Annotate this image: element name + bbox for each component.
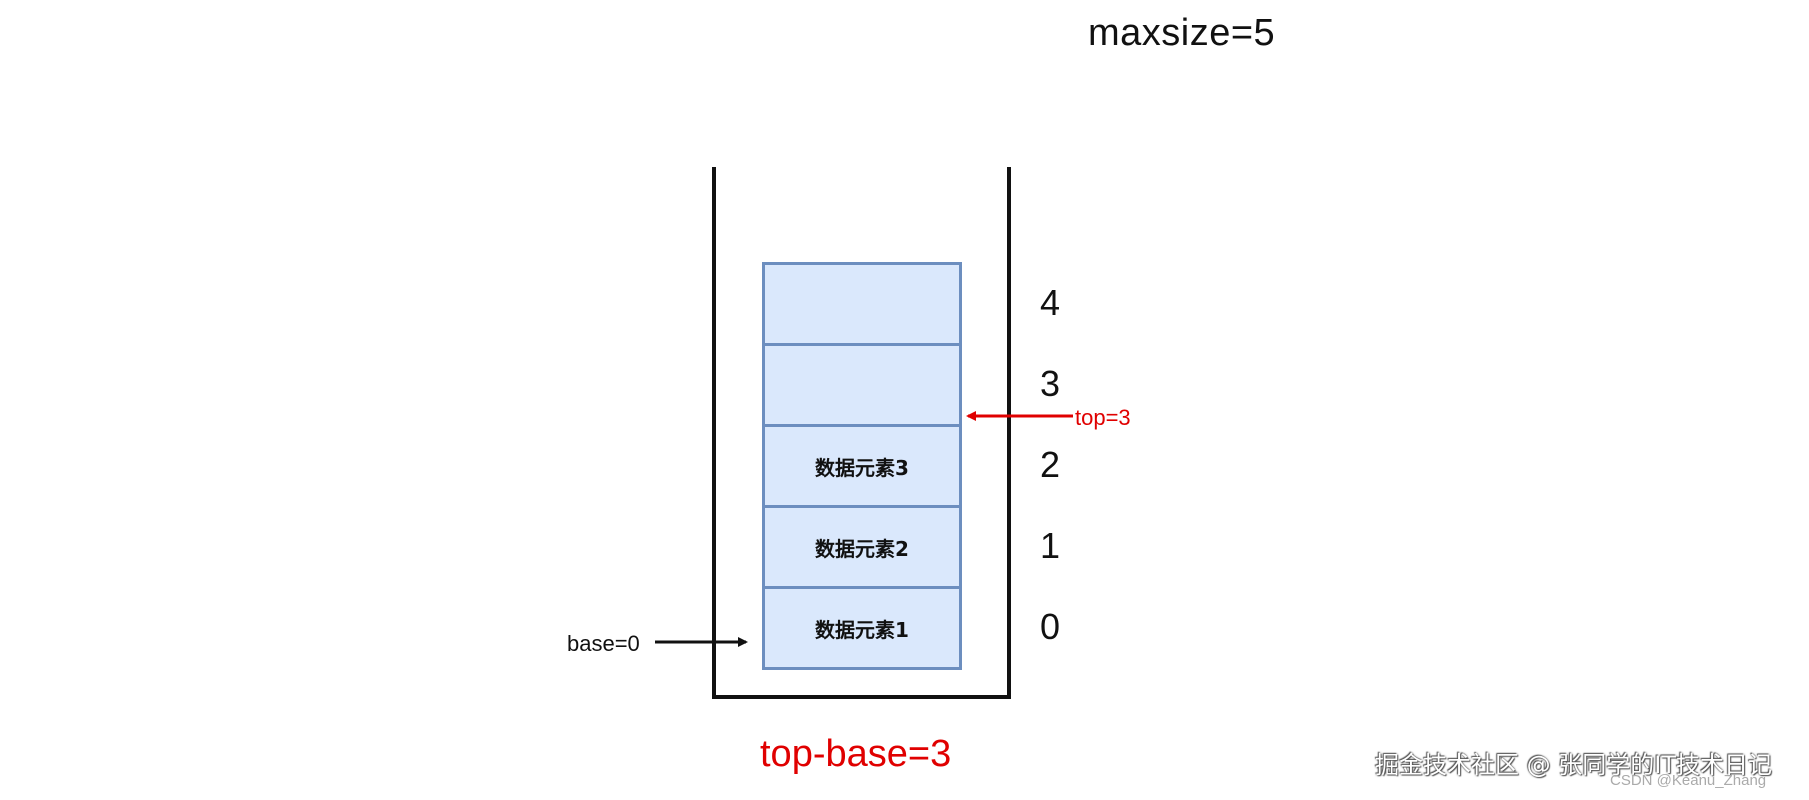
index-column: 4 3 2 1 0	[1040, 262, 1080, 667]
index-label-3: 3	[1040, 363, 1061, 404]
maxsize-label: maxsize=5	[1088, 12, 1276, 54]
stack-cell-1: 数据元素2	[762, 505, 962, 589]
index-label-2: 2	[1040, 444, 1061, 485]
top-base-formula: top-base=3	[760, 733, 952, 775]
stack-wall-bottom	[712, 695, 1011, 699]
stack-cell-3	[762, 343, 962, 427]
index-label-4: 4	[1040, 282, 1061, 323]
stack-cell-0: 数据元素1	[762, 586, 962, 670]
stack-wall-left	[712, 167, 716, 699]
stack-cells: 数据元素3 数据元素2 数据元素1	[762, 262, 962, 670]
index-label-0: 0	[1040, 606, 1061, 647]
watermark-main: 掘金技术社区 @ 张同学的IT技术日记	[1375, 751, 1772, 779]
top-pointer-label: top=3	[1075, 405, 1131, 430]
index-label-1: 1	[1040, 525, 1061, 566]
base-pointer-label: base=0	[567, 631, 640, 656]
stack-cell-2: 数据元素3	[762, 424, 962, 508]
stack-cell-4	[762, 262, 962, 346]
stack-wall-right	[1007, 167, 1011, 699]
watermark-sub: CSDN @Keanu_Zhang	[1610, 772, 1767, 789]
